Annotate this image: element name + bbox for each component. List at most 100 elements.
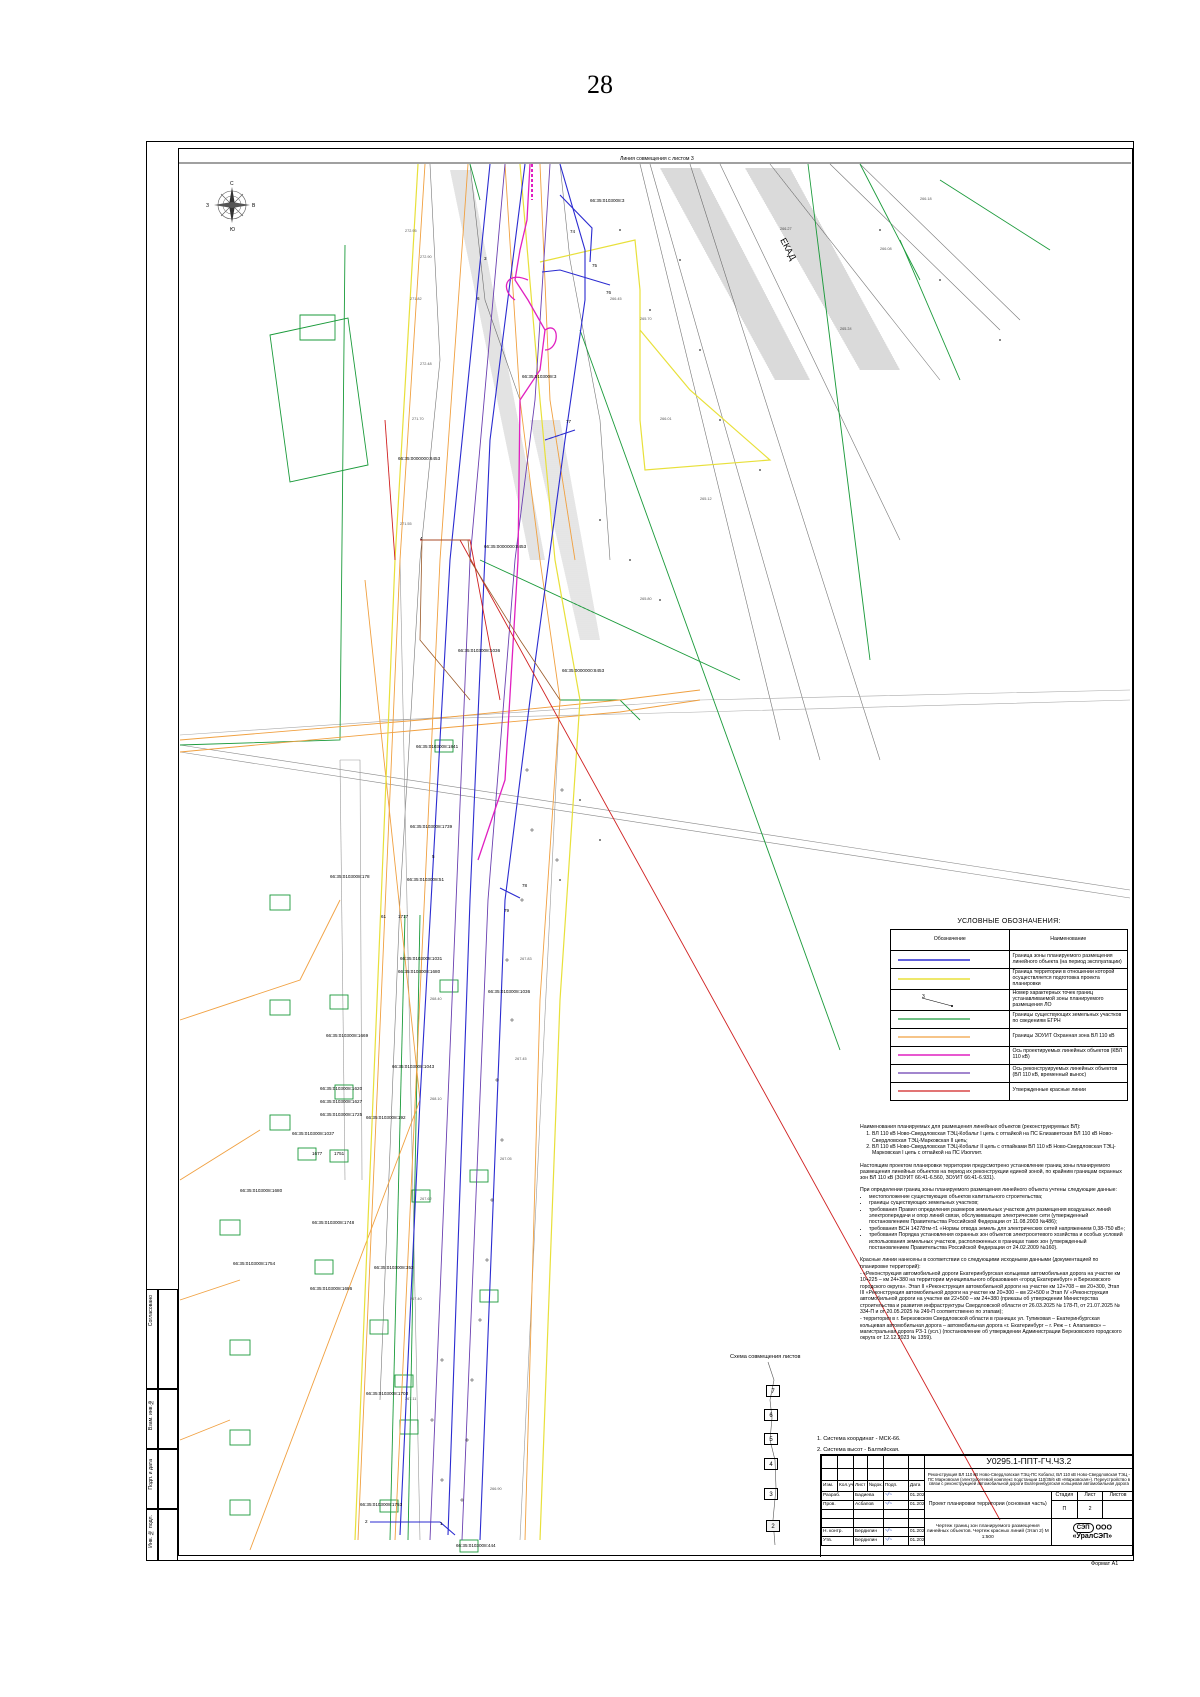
approval-stamp: Согласовано Взам. инв.№ Подп. и дата Инв…	[146, 1289, 178, 1561]
parcel-label: 66:35:0103008:51	[407, 877, 444, 882]
compass-east: В	[252, 203, 256, 209]
company-logo: СЭП	[1072, 1522, 1094, 1534]
notes-bullet: требования ВСН 14278тм-т1 «Нормы отвода …	[869, 1226, 1125, 1232]
height-system-note: 2. Система высот - Балтийская.	[817, 1446, 900, 1453]
svg-text:265.34: 265.34	[840, 327, 852, 331]
legend-row: Ось реконструируемых линейных объектов (…	[890, 1063, 1128, 1083]
sheet-value: 2	[1076, 1500, 1104, 1519]
compass-south: Ю	[230, 227, 235, 233]
svg-text:266.01: 266.01	[660, 417, 672, 421]
parcel-label: 66:35:0103008:444	[456, 1543, 496, 1548]
svg-text:265.70: 265.70	[640, 317, 652, 321]
svg-text:266.90: 266.90	[490, 1487, 502, 1491]
col-header: Изм.	[821, 1479, 838, 1492]
point-number: 4	[420, 536, 423, 541]
notes-bullet: требования Правил определения размеров з…	[869, 1207, 1125, 1226]
col-header: Дата	[907, 1479, 925, 1492]
parcel-number: 1677	[312, 1151, 323, 1156]
notes-para: При определении границ зоны планируемого…	[860, 1186, 1117, 1193]
notes-bullet: требования Порядка установления охранных…	[869, 1232, 1125, 1251]
compass-rose: С В Ю З	[206, 181, 256, 233]
sheets-label: Листов	[1102, 1491, 1134, 1501]
role: Н. контр.	[821, 1527, 854, 1537]
svg-text:272.90: 272.90	[420, 255, 432, 259]
person-name	[853, 1518, 884, 1528]
legend-line-orange	[898, 1036, 970, 1038]
projected-axis	[477, 163, 557, 861]
company-cell: СЭП ООО «УралСЭП»	[1050, 1518, 1135, 1546]
svg-text:268.40: 268.40	[430, 997, 442, 1001]
scheme-sheet[interactable]: 3	[764, 1488, 778, 1500]
col-header: Подп.	[882, 1479, 909, 1492]
col-header: Лист	[853, 1479, 868, 1492]
svg-text:271.82: 271.82	[410, 297, 422, 301]
svg-text:266.08: 266.08	[880, 247, 892, 251]
svg-text:267.45: 267.45	[515, 1057, 527, 1061]
planned-zone-boundary	[370, 163, 611, 1541]
scheme-sheet[interactable]: 4	[764, 1458, 778, 1470]
point-number: 2	[365, 1519, 368, 1524]
svg-text:272.95: 272.95	[405, 229, 417, 233]
stage-value: П	[1050, 1500, 1078, 1519]
scheme-sheet-current[interactable]: 2	[766, 1520, 780, 1532]
svg-text:265.80: 265.80	[640, 597, 652, 601]
sign-date	[907, 1518, 925, 1528]
notes-object-list: ВЛ 110 кВ Ново-Свердловская ТЭЦ-Кобальт …	[860, 1131, 1125, 1156]
svg-text:267.62: 267.62	[420, 1197, 432, 1201]
scheme-sheet[interactable]: 5	[764, 1433, 778, 1445]
stamp-agreed: Согласовано	[148, 1295, 154, 1327]
legend-row: Граница зоны планируемого размещения лин…	[890, 950, 1128, 969]
svg-text:267.05: 267.05	[500, 1157, 512, 1161]
parcel-label: 66:35:0103008:1753	[360, 1502, 403, 1507]
legend-text: Ось проектируемых линейных объектов (КВЛ…	[1008, 1045, 1128, 1065]
coord-system-note: 1. Система координат - МСК-66.	[817, 1436, 901, 1442]
sign-date	[907, 1509, 925, 1519]
legend-row: Границы ЗОУИТ Охранная зона ВЛ 110 кВ	[890, 1027, 1128, 1047]
col-header: Кол.уч.	[837, 1479, 854, 1492]
parcel-label: 66:35:0103008:1841	[416, 744, 459, 749]
parcel-number: 1751	[334, 1151, 345, 1156]
tree-symbols	[430, 768, 564, 1502]
parcel-label: 66:35:0103008:3	[590, 198, 625, 203]
svg-text:268.10: 268.10	[430, 1097, 442, 1101]
scheme-sheet[interactable]: 6	[764, 1409, 778, 1421]
point-number: 74	[570, 229, 576, 234]
signature: ~/~	[882, 1491, 909, 1501]
parcel-label: 66:35:0103008:1627	[320, 1099, 363, 1104]
person-name: Бердилин	[853, 1527, 884, 1537]
compass-west: З	[206, 203, 209, 209]
notes-para: Красные линии нанесены в соответствии со…	[860, 1257, 1099, 1270]
point-number: 77	[566, 419, 572, 424]
notes-para: Настоящим проектом планировки территории…	[860, 1162, 1122, 1182]
top-matchline-label: Линия совмещения с листом 3	[620, 156, 694, 162]
role: Пров.	[821, 1500, 854, 1510]
terrain-marks	[559, 229, 1001, 881]
scheme-sheet[interactable]: 7	[766, 1385, 780, 1397]
legend-text: Граница зоны планируемого размещения лин…	[1008, 950, 1128, 969]
structures	[419, 539, 561, 701]
svg-text:266.27: 266.27	[780, 227, 792, 231]
legend-row: Утвержденные красные линии	[890, 1081, 1128, 1101]
legend-line-magenta	[898, 1054, 970, 1057]
legend-line-yellow	[898, 978, 970, 980]
parcel-label: 66:35:0000000:8453	[562, 668, 605, 673]
parcel-label: 66:35:0103008:1031	[400, 956, 443, 961]
svg-text:267.83: 267.83	[520, 957, 532, 961]
svg-text:266.45: 266.45	[610, 297, 622, 301]
parcel-label: 66:35:0103008:1754	[233, 1261, 276, 1266]
legend-point-symbol: 3	[921, 994, 953, 1007]
sign-date: 01.2026	[907, 1491, 925, 1501]
compass-north: С	[230, 181, 234, 187]
svg-text:271.70: 271.70	[412, 417, 424, 421]
legend-line-green	[898, 1018, 970, 1020]
point-number: 75	[592, 263, 598, 268]
parcel-label: 66:35:0103008:1725	[320, 1112, 363, 1117]
parcel-number: 1717	[398, 914, 409, 919]
sign-date: 01.2026	[907, 1536, 925, 1546]
title-block: У0295.1-ППТ-ГЧ.ЧЗ.2 Реконструкция ВЛ 110…	[820, 1454, 1135, 1557]
notes-para: - территория в г. Березовском Свердловск…	[860, 1316, 1122, 1342]
sheet-title: Чертеж границ зон планируемого размещени…	[923, 1518, 1052, 1546]
sheet-label: Лист	[1076, 1491, 1104, 1501]
